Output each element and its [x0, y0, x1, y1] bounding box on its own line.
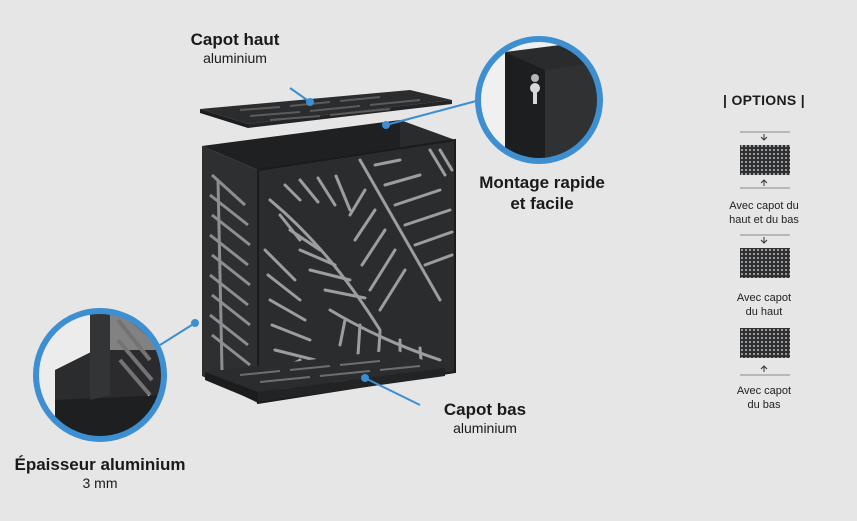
- option-caption-top: Avec capot du haut: [709, 291, 819, 319]
- option-caption-line: haut et du bas: [729, 214, 799, 226]
- mounting-line1: Montage rapide: [479, 173, 605, 192]
- option-caption-line: Avec capot: [736, 292, 792, 304]
- options-title: | OPTIONS |: [723, 92, 805, 108]
- bottom-cover: [205, 350, 445, 402]
- option-caption-bottom: Avec capot du bas: [709, 384, 819, 412]
- top-cover: [200, 90, 452, 128]
- option-icon-bottom: [740, 328, 790, 376]
- option-caption-both: Avec capot du haut et du bas: [709, 199, 819, 227]
- bottom-cover-label: Capot bas aluminium: [420, 400, 550, 437]
- option-caption-line: Avec capot: [736, 385, 792, 397]
- option-icon-top: [740, 234, 790, 278]
- option-caption-line: du bas: [747, 399, 781, 411]
- mounting-label: Montage rapide et facile: [462, 172, 622, 214]
- bottom-cover-title: Capot bas: [443, 400, 527, 419]
- option-icon-both: [740, 131, 790, 189]
- body-top-edge: [202, 120, 455, 170]
- option-caption-line: Avec capot du: [729, 200, 799, 212]
- thickness-detail-circle: [33, 308, 167, 442]
- mounting-line2: et facile: [510, 194, 574, 213]
- callout-lines: [159, 87, 481, 406]
- top-cover-label: Capot haut aluminium: [170, 30, 300, 67]
- side-panel: [202, 146, 258, 403]
- thickness-label: Épaisseur aluminium 3 mm: [0, 455, 200, 492]
- bottom-cover-material: aluminium: [453, 420, 517, 436]
- top-cover-title: Capot haut: [190, 30, 280, 49]
- option-caption-line: du haut: [745, 306, 783, 318]
- mounting-detail-circle: [475, 36, 603, 164]
- thickness-title: Épaisseur aluminium: [14, 455, 186, 474]
- thickness-value: 3 mm: [82, 475, 118, 491]
- top-cover-material: aluminium: [203, 50, 267, 66]
